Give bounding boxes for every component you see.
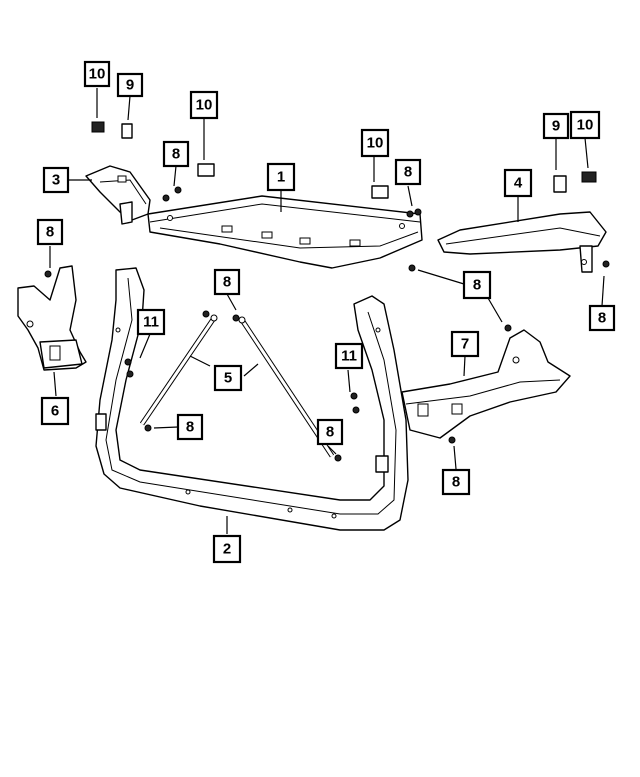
- callout-label: 3: [52, 172, 60, 189]
- fastener-hardware: [44, 121, 610, 462]
- leader-lines: [49, 88, 605, 534]
- upper-crossmember-part-1: [147, 195, 423, 269]
- left-lower-bracket-part-6: [17, 265, 87, 371]
- callout-label: 8: [452, 474, 460, 491]
- callout-label: 8: [172, 146, 180, 163]
- callout-8-screw-left-bracket: 8: [36, 218, 64, 246]
- callout-label: 8: [326, 424, 334, 441]
- callout-label: 8: [404, 164, 412, 181]
- callout-11-right: 11: [334, 342, 364, 370]
- callout-label: 8: [46, 224, 54, 241]
- callout-11-left: 11: [136, 308, 166, 336]
- callout-8-nut-center-right: 8: [462, 270, 492, 300]
- callout-10-clip-far-right: 10: [569, 110, 601, 140]
- callout-8-screw-far-right: 8: [588, 304, 616, 332]
- callout-9-bolt-right: 9: [542, 112, 570, 140]
- callout-10-clip-left: 10: [83, 60, 111, 88]
- callout-label: 8: [186, 419, 194, 436]
- callout-label: 1: [277, 169, 285, 186]
- callout-label: 10: [577, 117, 594, 134]
- callout-label: 8: [223, 274, 231, 291]
- radiator-support-frame-part-2: [95, 267, 409, 531]
- callout-8-rod-top: 8: [213, 268, 241, 296]
- callout-label: 10: [196, 97, 213, 114]
- callout-label: 10: [367, 135, 384, 152]
- callout-9-bolt-left: 9: [116, 72, 144, 98]
- callout-6-left-lower-bracket: 6: [40, 396, 70, 426]
- callout-7-right-lower-bracket: 7: [450, 330, 480, 358]
- callout-label: 2: [223, 541, 231, 558]
- callout-label: 6: [51, 403, 59, 420]
- callout-8-screw-lower-right: 8: [441, 468, 471, 496]
- callout-8-screw-upper-left: 8: [162, 140, 190, 168]
- callout-label: 8: [473, 277, 481, 294]
- callout-1-crossmember: 1: [266, 162, 296, 192]
- callout-label: 10: [89, 66, 106, 83]
- callout-label: 9: [552, 118, 560, 135]
- callout-5-support-rods: 5: [213, 364, 243, 392]
- callout-8-rod-lower-left: 8: [176, 413, 204, 441]
- callout-label: 5: [224, 370, 232, 387]
- callout-3-left-bracket: 3: [42, 166, 70, 194]
- callout-10-clip-right: 10: [360, 128, 390, 158]
- callout-label: 11: [341, 348, 357, 365]
- callout-label: 9: [126, 77, 134, 94]
- callout-4-right-bracket: 4: [503, 168, 533, 198]
- callout-2-radiator-support: 2: [212, 534, 242, 564]
- right-upper-bracket-part-4: [437, 211, 607, 273]
- left-upper-bracket-part-3: [85, 165, 151, 225]
- callout-label: 11: [143, 314, 159, 331]
- right-lower-bracket-part-7: [401, 329, 571, 439]
- callout-label: 4: [514, 175, 523, 192]
- callout-8-rod-lower-right: 8: [316, 418, 344, 446]
- callout-label: 7: [461, 336, 469, 353]
- callout-label: 8: [598, 310, 606, 327]
- callout-10-clip-center: 10: [189, 90, 219, 120]
- callout-8-screw-upper-right: 8: [394, 158, 422, 186]
